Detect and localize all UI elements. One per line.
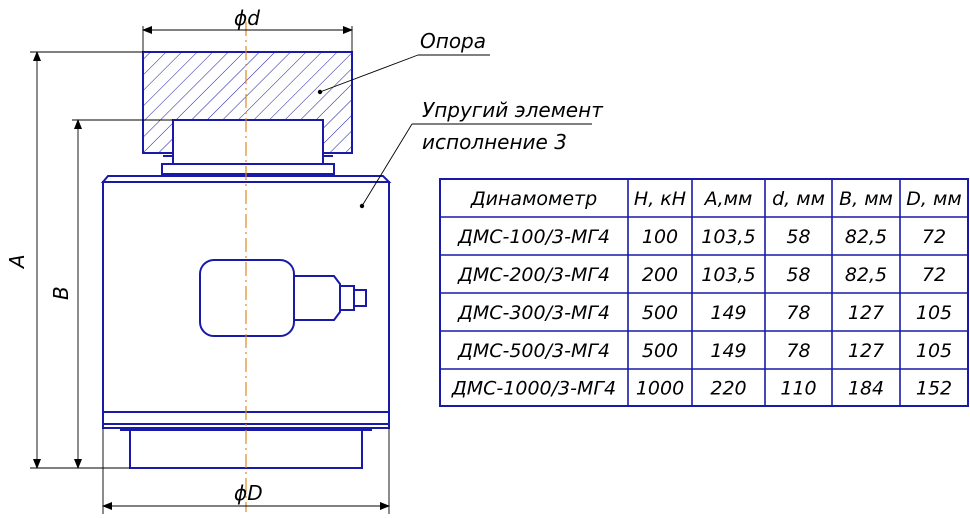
table-header-cell: Н, кН xyxy=(634,188,686,210)
table-cell: 82,5 xyxy=(845,264,887,286)
table-cell: 149 xyxy=(710,340,746,362)
table-cell: 58 xyxy=(786,264,810,286)
support-part xyxy=(142,51,353,154)
table-header-cell: D, мм xyxy=(906,188,961,210)
table-cell: 105 xyxy=(916,302,952,324)
load-button-part xyxy=(161,119,335,175)
table-cell: 58 xyxy=(786,226,810,248)
table-cell: 184 xyxy=(848,378,884,400)
dimension-A: A xyxy=(5,51,143,469)
dim-d-label: ϕd xyxy=(234,6,260,30)
leader-elastic-element: Упругий элемент исполнение 3 xyxy=(359,98,604,209)
table-header-cell: d, мм xyxy=(772,188,825,210)
elastic-element-label-1: Упругий элемент xyxy=(422,98,604,122)
table-cell: 1000 xyxy=(636,378,684,400)
table-cell: ДМС-300/3-МГ4 xyxy=(457,302,610,324)
dimension-d: ϕd xyxy=(142,6,353,52)
table-cell: 72 xyxy=(922,264,946,286)
table-cell: 127 xyxy=(848,302,884,324)
dim-A-label: A xyxy=(5,254,29,270)
cable-connector xyxy=(199,259,367,337)
table-cell: ДМС-200/3-МГ4 xyxy=(457,264,610,286)
table-cell: 105 xyxy=(916,340,952,362)
support-label: Опора xyxy=(420,29,486,53)
table-cell: 500 xyxy=(642,302,678,324)
table-cell: ДМС-500/3-МГ4 xyxy=(457,340,610,362)
table-cell: 72 xyxy=(922,226,946,248)
table-cell: 220 xyxy=(710,378,746,400)
table-cell: ДМС-100/3-МГ4 xyxy=(457,226,610,248)
dim-D-label: ϕD xyxy=(234,481,263,505)
table-cell: 78 xyxy=(786,302,810,324)
table-cell: 149 xyxy=(710,302,746,324)
table-header-cell: В, мм xyxy=(839,188,893,210)
specification-table: Динамометр Н, кН А,мм d, мм В, мм D, мм ДМС-10… xyxy=(439,178,969,407)
table-cell: 152 xyxy=(916,378,952,400)
table-header-cell: А,мм xyxy=(703,188,753,210)
table-cell: 200 xyxy=(642,264,678,286)
table-cell: 103,5 xyxy=(701,264,755,286)
table-cell: 82,5 xyxy=(845,226,887,248)
table-cell: 127 xyxy=(848,340,884,362)
table-cell: 103,5 xyxy=(701,226,755,248)
dimension-B: B xyxy=(49,119,173,469)
leader-support: Опора xyxy=(317,29,490,95)
table-cell: 100 xyxy=(642,226,678,248)
table-cell: 500 xyxy=(642,340,678,362)
elastic-element-label-2: исполнение 3 xyxy=(422,130,567,154)
table-cell: 78 xyxy=(786,340,810,362)
table-cell: 110 xyxy=(780,378,816,400)
table-cell: ДМС-1000/3-МГ4 xyxy=(451,378,616,400)
dimension-D: ϕD xyxy=(102,428,390,514)
table-header-cell: Динамометр xyxy=(470,188,597,210)
dim-B-label: B xyxy=(49,286,73,300)
